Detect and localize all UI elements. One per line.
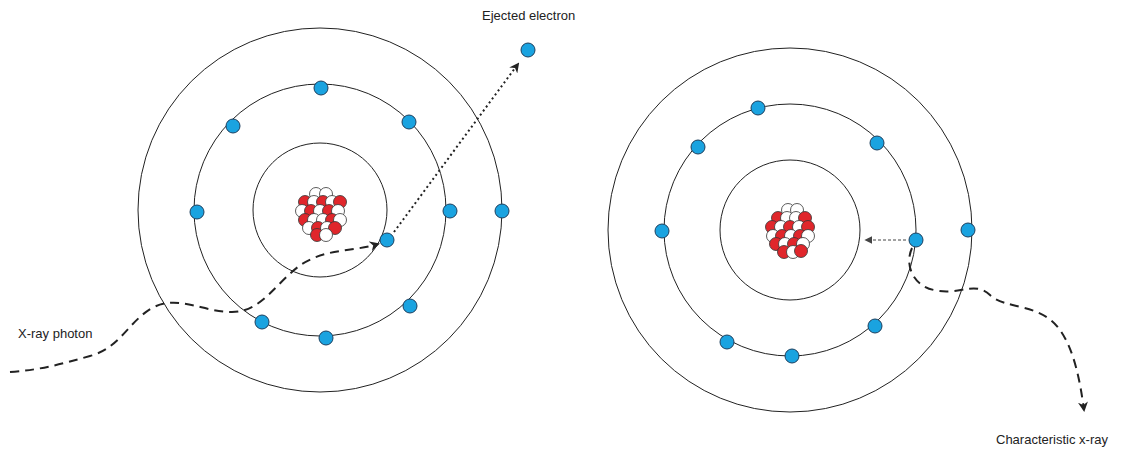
electron: [495, 204, 509, 218]
electron: [868, 319, 882, 333]
electron: [909, 233, 923, 247]
electron: [785, 349, 799, 363]
l-shell: [664, 104, 916, 356]
electron: [691, 140, 705, 154]
k-shell: [253, 143, 387, 277]
atom-left: [138, 28, 502, 392]
characteristic-x-ray-path: [909, 248, 1084, 410]
electron: [226, 119, 240, 133]
electron: [443, 204, 457, 218]
ejection-path: [394, 64, 518, 232]
electron: [403, 299, 417, 313]
annotation-label: Ejected electron: [482, 8, 575, 24]
nucleus: [766, 204, 815, 259]
electron: [190, 205, 204, 219]
annotation-label: X-ray photon: [18, 326, 92, 342]
electron: [751, 101, 765, 115]
electrons: [190, 43, 975, 363]
electron: [870, 136, 884, 150]
electron: [720, 335, 734, 349]
electron: [314, 81, 328, 95]
electron: [655, 224, 669, 238]
electron: [961, 223, 975, 237]
x-ray-photon-path: [10, 244, 378, 372]
electron: [255, 315, 269, 329]
atom-right: [608, 48, 972, 412]
m-shell: [138, 28, 502, 392]
l-shell: [194, 84, 446, 336]
electron: [380, 233, 394, 247]
electron: [402, 115, 416, 129]
nucleus: [296, 188, 347, 242]
transition-arrow: [866, 240, 906, 241]
m-shell: [608, 48, 972, 412]
k-shell: [720, 160, 860, 300]
electron: [521, 43, 535, 57]
neutron: [320, 229, 333, 242]
proton: [795, 245, 808, 258]
annotation-label: Characteristic x-ray: [996, 432, 1108, 448]
electron: [319, 331, 333, 345]
